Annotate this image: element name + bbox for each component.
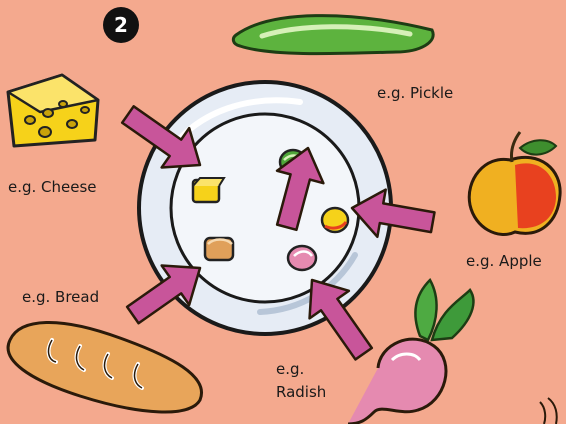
radish-icon (348, 280, 557, 424)
radish-label-line1: e.g. (276, 360, 304, 379)
apple-label: e.g. Apple (466, 252, 542, 271)
cheese-label: e.g. Cheese (8, 178, 97, 197)
step-number-badge: 2 (103, 7, 139, 43)
cheese-icon (8, 75, 98, 146)
radish-label-line2: Radish (276, 383, 326, 402)
bread-label: e.g. Bread (22, 288, 99, 307)
apple-piece-icon (322, 208, 348, 232)
bread-piece-icon (205, 238, 233, 260)
apple-icon (469, 132, 560, 234)
radish-piece-icon (288, 246, 316, 270)
bread-icon (8, 322, 201, 412)
pickle-icon (233, 16, 433, 54)
pickle-label: e.g. Pickle (377, 84, 453, 103)
cheese-piece-icon (193, 178, 224, 202)
